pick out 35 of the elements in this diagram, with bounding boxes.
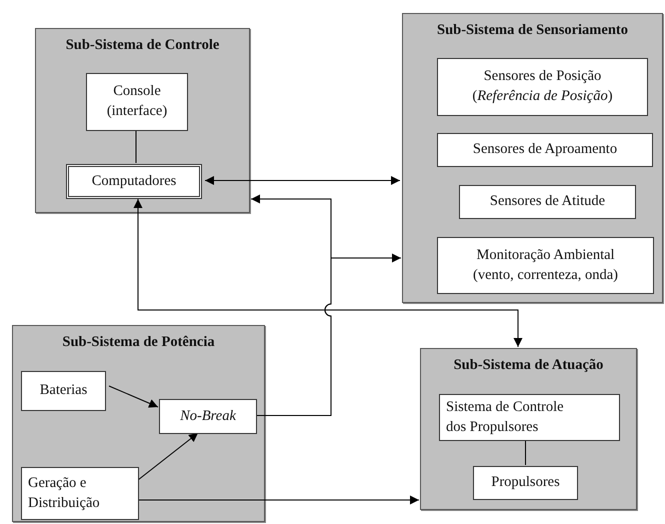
component-box — [437, 58, 648, 116]
component-box — [21, 467, 139, 520]
component-box — [159, 399, 257, 434]
subsystem-panel — [420, 348, 637, 510]
panel-title: Sub-Sistema de Atuação — [452, 356, 604, 374]
box-label: No-Break — [180, 406, 236, 426]
panel-title: Sub-Sistema de Potência — [61, 333, 216, 351]
component-box — [86, 73, 188, 131]
connector-arrow — [204, 176, 400, 185]
box-label: Sensores de Posição (Referência de Posição) — [471, 67, 614, 106]
component-box — [439, 394, 620, 441]
subsystem-panel — [35, 28, 250, 213]
connector-arrow — [134, 198, 522, 348]
box-label: Monitoração Ambiental (vento, correnteza, onda) — [472, 246, 619, 284]
connector-arrow — [138, 432, 198, 480]
panel-title: Sub-Sistema de Sensoriamento — [436, 21, 629, 39]
connector-arrow — [138, 496, 420, 504]
box-label: Propulsores — [491, 473, 560, 492]
panel-title: Sub-Sistema de Controle — [64, 36, 220, 54]
component-box — [437, 133, 653, 167]
component-box — [66, 164, 202, 199]
component-box — [473, 466, 578, 500]
box-label: Sistema de Controle dos Propulsores — [446, 398, 565, 436]
box-label: Sensores de Atitude — [490, 192, 606, 212]
box-label: Baterias — [40, 381, 88, 400]
subsystem-panel — [12, 325, 265, 522]
box-label: Sensores de Aproamento — [472, 140, 618, 160]
connector-arrow — [108, 386, 158, 408]
box-label: Computadores — [92, 172, 176, 191]
box-label: Geração e Distribuição — [28, 474, 101, 512]
subsystem-panel — [402, 13, 663, 303]
component-box — [437, 237, 654, 294]
component-box — [21, 371, 106, 411]
component-box — [459, 185, 636, 219]
box-label: Console (interface) — [106, 82, 168, 121]
